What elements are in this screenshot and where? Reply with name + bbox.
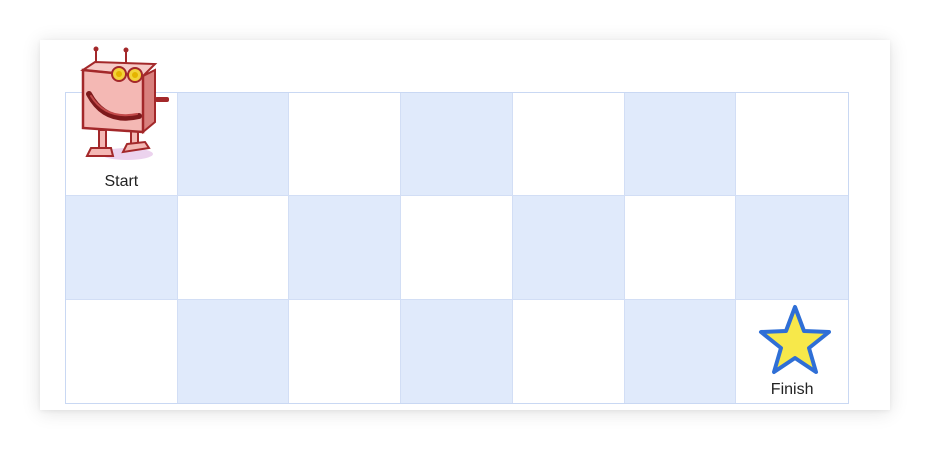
grid-cell-r2-c5 (512, 196, 625, 300)
grid-cell-r3-c2 (177, 299, 290, 403)
grid-cell-r1-c2 (177, 93, 290, 197)
grid-cell-r3-c5 (512, 299, 625, 403)
grid-cell-r2-c7 (736, 196, 848, 300)
robot-icon (80, 46, 169, 160)
grid-cell-r1-c3 (289, 93, 402, 197)
start-label: Start (104, 173, 139, 191)
grid-cell-r1-c4 (401, 93, 513, 197)
grid-cell-r2-c3 (289, 196, 402, 300)
grid-cell-r3-c3 (289, 299, 402, 403)
grid-cell-r3-c1 (66, 299, 178, 403)
grid-cell-r1-c5 (512, 93, 625, 197)
grid-cell-r3-c4 (401, 299, 513, 403)
grid-cell-r2-c2 (177, 196, 290, 300)
grid-cell-r1-c6 (624, 93, 737, 197)
grid-cell-r1-c7 (736, 93, 848, 197)
star-icon (759, 305, 831, 374)
grid-cell-r2-c6 (624, 196, 737, 300)
grid-board: Start Finish (65, 92, 849, 404)
grid-cell-r3-c6 (624, 299, 737, 403)
finish-label: Finish (770, 381, 814, 398)
grid-cell-r2-c1 (66, 196, 178, 300)
grid-cell-r2-c4 (401, 196, 513, 300)
